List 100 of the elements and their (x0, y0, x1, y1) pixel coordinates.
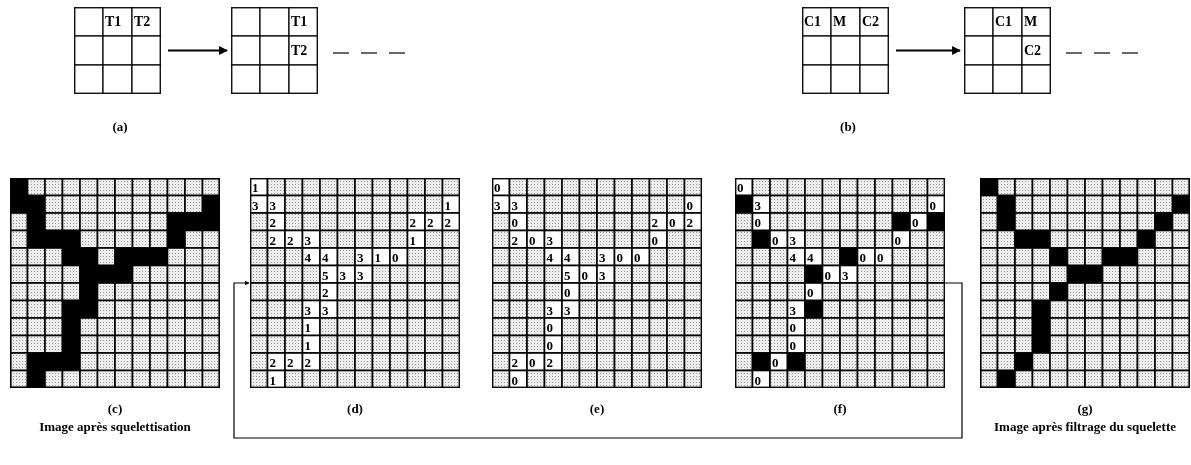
cell-value: 0 (894, 233, 901, 247)
cell-value: 1 (269, 373, 276, 387)
cell-value: 2 (651, 216, 658, 229)
cell-value: 2 (322, 286, 329, 299)
cell-value: C1 (995, 15, 1013, 29)
cell-value: 4 (789, 251, 796, 264)
cell-value: 3 (789, 303, 796, 317)
cell-value: 0 (824, 268, 831, 282)
cell-value: 2 (686, 216, 693, 229)
cell-value: 0 (789, 321, 796, 334)
cell-value: 0 (859, 251, 866, 264)
arrow (233, 280, 963, 439)
cell-value: T2 (291, 44, 308, 58)
cell-value: 2 (287, 356, 294, 369)
cell-value: 0 (511, 373, 518, 387)
cell-value: 3 (357, 268, 364, 282)
cell-value: 0 (912, 216, 919, 229)
cell-value: 3 (754, 198, 761, 212)
cell-value: 2 (287, 233, 294, 247)
cell-value: 0 (634, 251, 641, 264)
cell-value: 2 (269, 216, 276, 229)
cell-value: 0 (564, 286, 571, 299)
cell-value: 3 (494, 198, 501, 212)
cell-value: 3 (269, 198, 276, 212)
cell-value: 3 (322, 303, 329, 317)
figure-caption: (b) (839, 118, 857, 136)
cell-value: 2 (269, 233, 276, 247)
cell-value: 3 (357, 251, 364, 264)
cell-value: M (833, 15, 847, 29)
cell-value: 0 (737, 181, 744, 194)
cell-value: 3 (842, 268, 849, 282)
cell-value: 2 (269, 356, 276, 369)
cell-value: 1 (304, 338, 311, 352)
cell-value: C1 (804, 15, 822, 29)
cell-value: 0 (877, 251, 884, 264)
cell-value: 0 (929, 198, 936, 212)
cell-value: 3 (564, 303, 571, 317)
cell-value: 2 (427, 216, 434, 229)
cell-value: 0 (494, 181, 501, 194)
cell-value: 0 (651, 233, 658, 247)
cell-value: 4 (807, 251, 814, 264)
cell-value: T1 (291, 15, 308, 29)
cell-value: 0 (529, 233, 536, 247)
cell-value: 0 (529, 356, 536, 369)
cell-value: 3 (546, 233, 553, 247)
cell-value: 0 (686, 198, 693, 212)
cell-value: 2 (511, 233, 518, 247)
figure-caption: (f) (832, 400, 848, 418)
cell-value: 2 (546, 356, 553, 369)
cell-value: 2 (304, 356, 311, 369)
cell-value: 3 (599, 268, 606, 282)
cell-value: 3 (252, 198, 259, 212)
cell-value: 1 (304, 321, 311, 334)
arrow (168, 46, 228, 55)
cell-value: 1 (252, 181, 259, 194)
cell-value: 0 (392, 251, 399, 264)
cell-value: 0 (772, 233, 779, 247)
cell-value: 1 (444, 198, 451, 212)
cell-value: T2 (134, 15, 151, 29)
cell-value: 4 (304, 251, 311, 264)
cell-value: 0 (772, 356, 779, 369)
cell-value: 0 (511, 216, 518, 229)
cell-value: 0 (754, 373, 761, 387)
cell-value: 0 (546, 338, 553, 352)
cell-value: 2 (444, 216, 451, 229)
cell-value: 4 (322, 251, 329, 264)
cell-value: 0 (616, 251, 623, 264)
cell-value: M (1024, 15, 1038, 29)
figure-caption: (d) (346, 400, 364, 418)
cell-value: 3 (304, 233, 311, 247)
figure-caption: Image après squelettisation (38, 418, 192, 436)
cell-value: 0 (789, 338, 796, 352)
figure-caption: (e) (588, 400, 606, 418)
cell-value: 3 (339, 268, 346, 282)
figure-caption: (a) (111, 118, 129, 136)
cell-value: 5 (564, 268, 571, 282)
cell-value: 0 (669, 216, 676, 229)
cell-value: T1 (105, 15, 122, 29)
cell-value: 0 (807, 286, 814, 299)
cell-value: 1 (374, 251, 381, 264)
arrow (896, 46, 961, 55)
cell-value: 4 (564, 251, 571, 264)
cell-value: 3 (546, 303, 553, 317)
cell-value: 0 (546, 321, 553, 334)
cell-value: 2 (511, 356, 518, 369)
cell-value: 0 (754, 216, 761, 229)
cell-value: 0 (581, 268, 588, 282)
cell-value: 2 (409, 216, 416, 229)
cell-value: 4 (546, 251, 553, 264)
figure-caption: (g) (1076, 400, 1094, 418)
figure-caption: (c) (106, 400, 124, 418)
figure-caption: Image après filtrage du squelette (993, 418, 1177, 436)
cell-value: C2 (1024, 44, 1042, 58)
cell-value: 3 (304, 303, 311, 317)
cell-value: 3 (789, 233, 796, 247)
cell-value: 1 (409, 233, 416, 247)
cell-value: 3 (599, 251, 606, 264)
cell-value: C2 (862, 15, 880, 29)
cell-value: 5 (322, 268, 329, 282)
cell-value: 3 (511, 198, 518, 212)
